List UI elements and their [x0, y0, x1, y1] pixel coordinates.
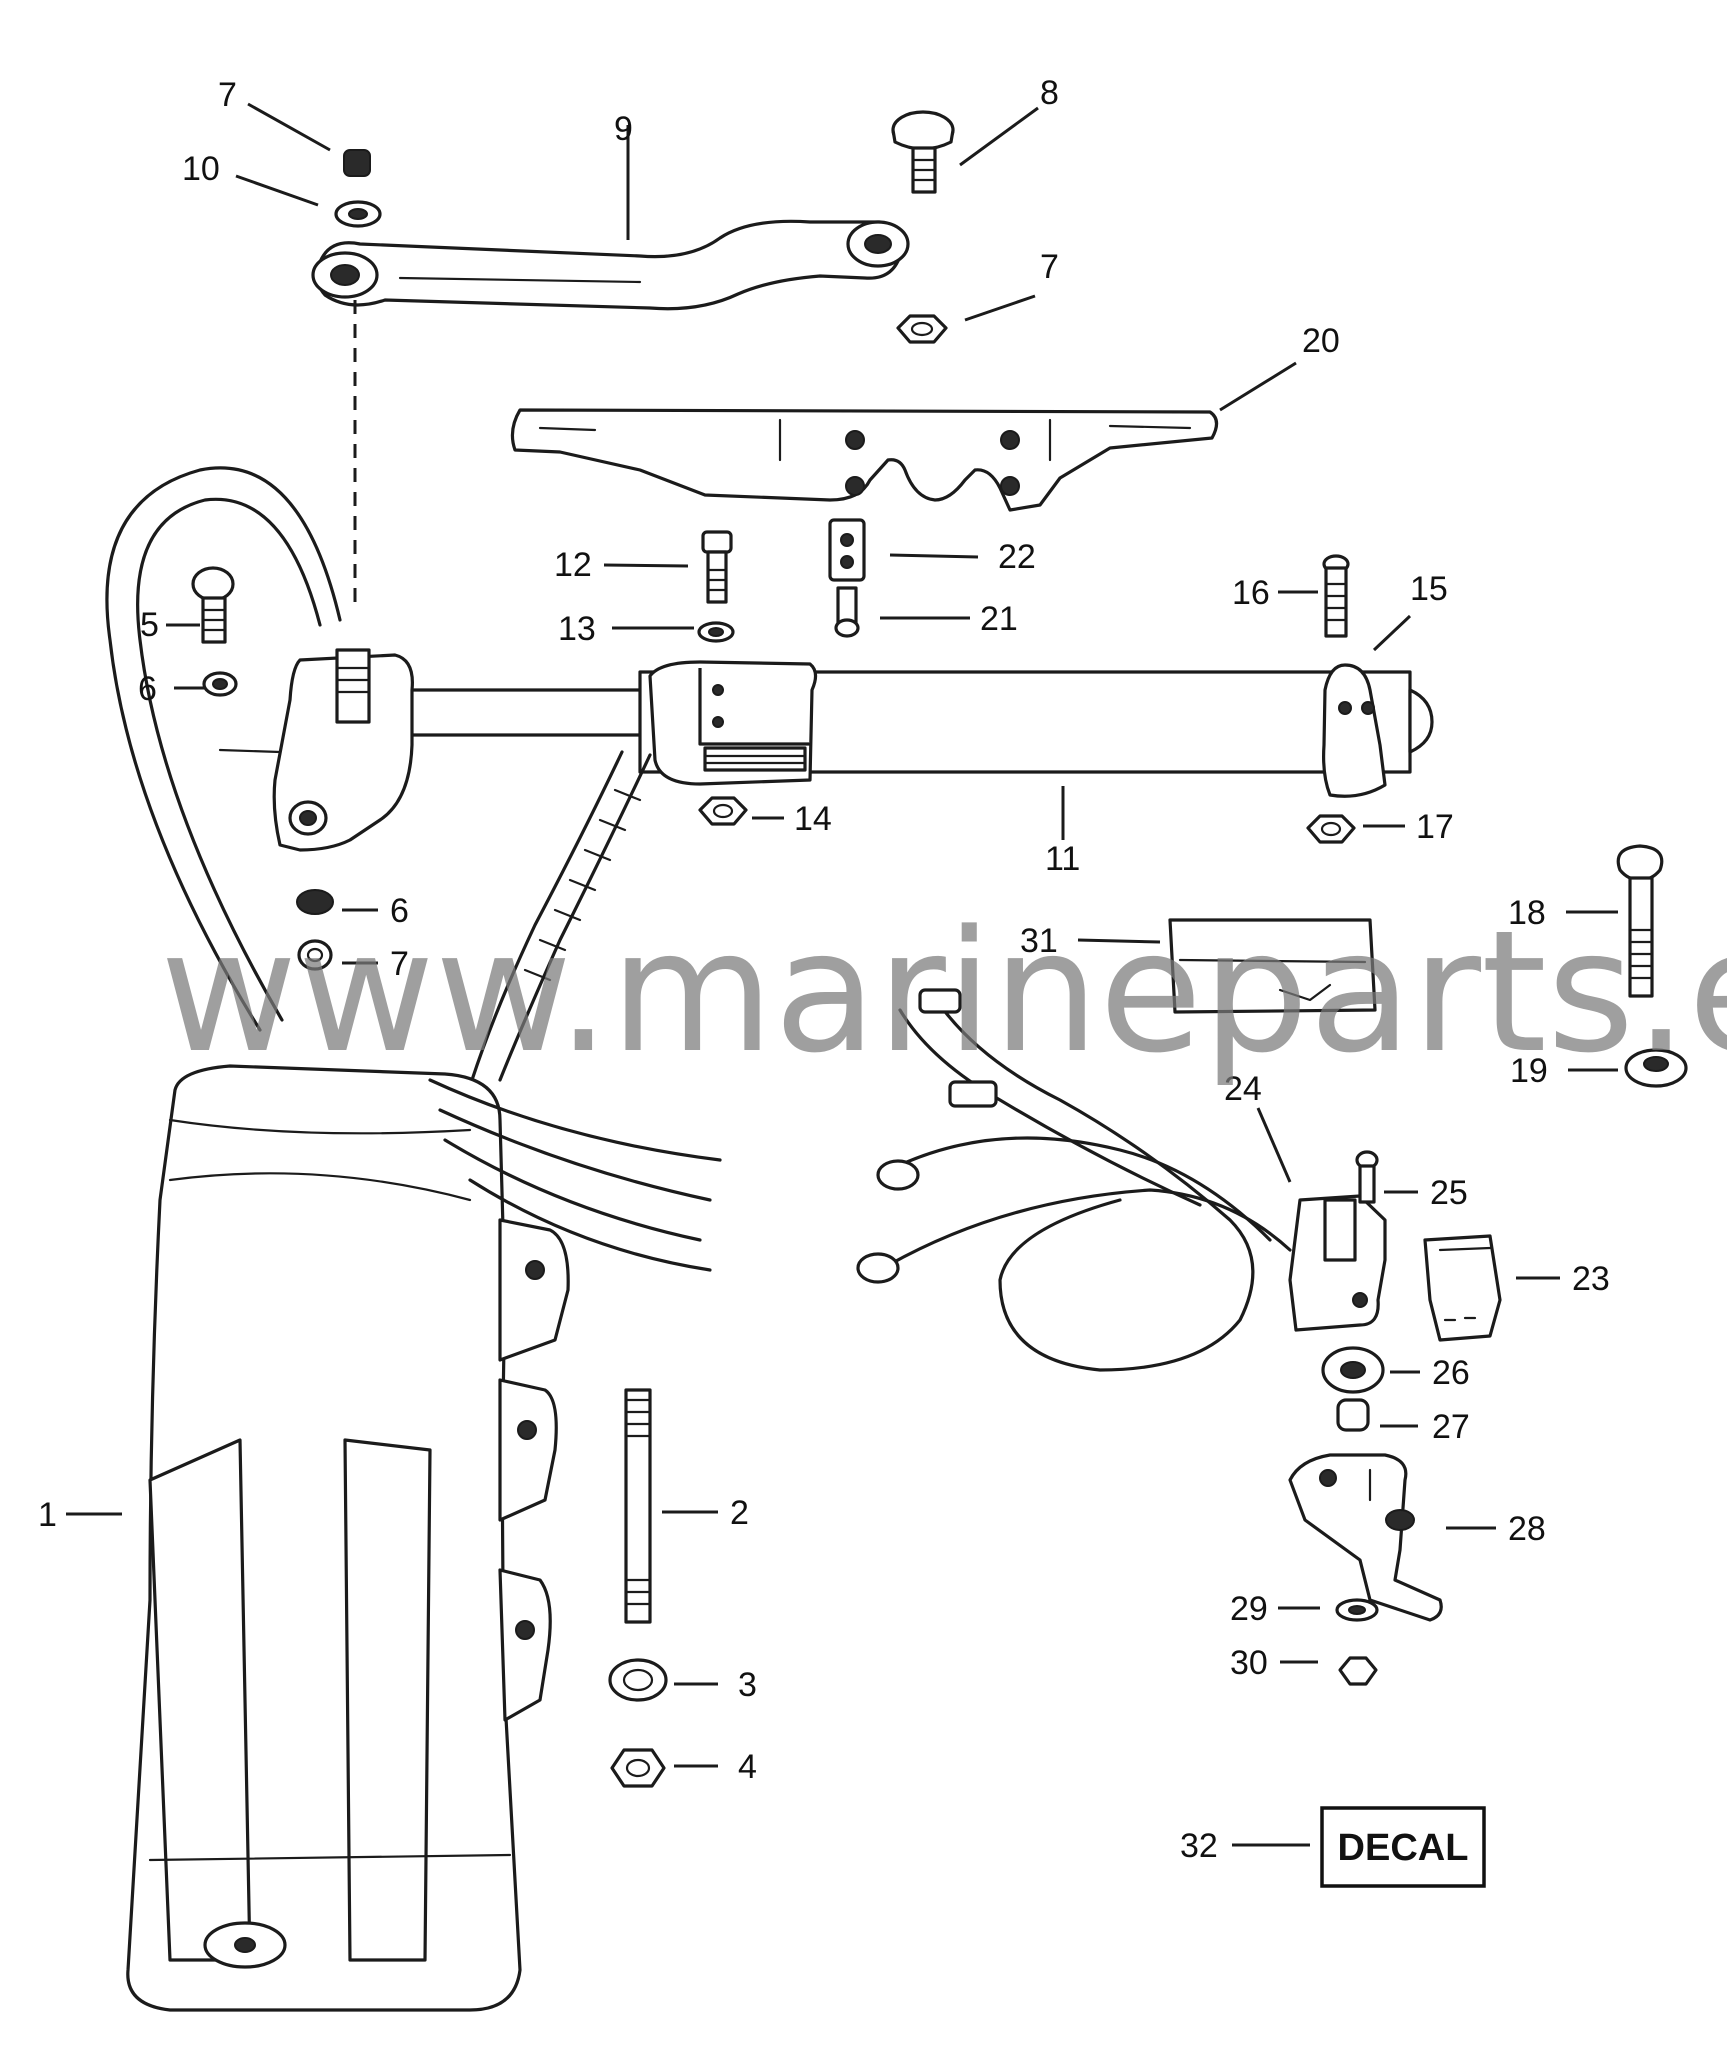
callout-31: 31	[1020, 922, 1058, 960]
steering-link-arm	[311, 219, 910, 311]
callout-14: 14	[794, 800, 832, 838]
screw-25	[1355, 1150, 1379, 1204]
mounting-bracket-20	[510, 408, 1219, 512]
callout-22: 22	[998, 538, 1036, 576]
bolt-12	[701, 530, 733, 604]
spacer-19	[1624, 1048, 1688, 1088]
grommet-26	[1321, 1346, 1385, 1394]
callout-11: 11	[1045, 840, 1080, 878]
callout-9: 9	[614, 110, 633, 148]
bolt-18	[1616, 844, 1664, 998]
callout-17: 17	[1416, 808, 1454, 846]
screw-21	[834, 586, 860, 638]
callout-19: 19	[1510, 1052, 1548, 1090]
washer-13	[697, 621, 735, 643]
hydraulic-hose	[105, 466, 342, 1032]
callout-10: 10	[182, 150, 220, 188]
watermark: www.marineparts.eu	[160, 894, 1727, 1090]
callout-2: 2	[730, 1494, 749, 1532]
nut-7-top-right	[896, 314, 948, 344]
callout-7-top-right: 7	[1040, 248, 1059, 286]
wiring-harness-braided	[498, 753, 652, 1082]
wiring-harness-24	[856, 988, 1292, 1372]
nut-17	[1306, 814, 1356, 844]
washer-6-top	[202, 671, 238, 697]
callout-26: 26	[1432, 1354, 1470, 1392]
callout-13: 13	[558, 610, 596, 648]
callout-8: 8	[1040, 74, 1059, 112]
callout-5: 5	[140, 606, 159, 644]
callout-6-top: 6	[138, 670, 157, 708]
decal-label: DECAL	[1338, 1827, 1469, 1869]
callout-28: 28	[1508, 1510, 1546, 1548]
leader-lines	[66, 102, 1618, 1847]
callout-18: 18	[1508, 894, 1546, 932]
nut-14	[698, 796, 748, 826]
callout-32: 32	[1180, 1827, 1218, 1865]
callout-6-bottom: 6	[390, 892, 409, 930]
nut-7-top-left	[343, 149, 371, 177]
washer-29	[1335, 1598, 1379, 1622]
callout-15: 15	[1410, 570, 1448, 608]
bracket-28	[1288, 1453, 1443, 1622]
callout-labels: 7 10 9 8 7 20 12 13 22 21 16 15 5 6 6 7 …	[38, 74, 1610, 1865]
nut-30	[1338, 1656, 1378, 1686]
pump-motor-1	[126, 1064, 722, 2012]
bolt-8	[891, 110, 955, 194]
decal-32: DECAL	[1320, 1806, 1486, 1888]
bolt-16	[1322, 554, 1350, 638]
callout-12: 12	[554, 546, 592, 584]
callout-29: 29	[1230, 1590, 1268, 1628]
clamp-block	[218, 648, 414, 852]
callout-23: 23	[1572, 1260, 1610, 1298]
washer-6-bottom	[296, 889, 334, 915]
spacer-3	[608, 1658, 668, 1702]
callout-16: 16	[1232, 574, 1270, 612]
callout-1: 1	[38, 1496, 57, 1534]
washer-10	[334, 200, 382, 228]
sleeve-27	[1336, 1398, 1370, 1432]
callout-25: 25	[1430, 1174, 1468, 1212]
callout-30: 30	[1230, 1644, 1268, 1682]
relay-23	[1423, 1234, 1502, 1342]
nut-4	[610, 1748, 666, 1788]
stud-2	[624, 1388, 652, 1624]
callout-20: 20	[1302, 322, 1340, 360]
nut-7-left	[297, 939, 333, 971]
steering-cylinder-11	[378, 660, 1434, 798]
callout-7-left: 7	[390, 945, 409, 983]
callout-21: 21	[980, 600, 1018, 638]
callout-27: 27	[1432, 1408, 1470, 1446]
callout-7-top-left: 7	[218, 76, 237, 114]
bolt-5	[191, 566, 235, 644]
spacer-22	[828, 518, 866, 582]
callout-4: 4	[738, 1748, 757, 1786]
callout-3: 3	[738, 1666, 757, 1704]
callout-24: 24	[1224, 1070, 1262, 1108]
relay-bracket	[1288, 1194, 1387, 1332]
cover-31	[1168, 918, 1377, 1014]
